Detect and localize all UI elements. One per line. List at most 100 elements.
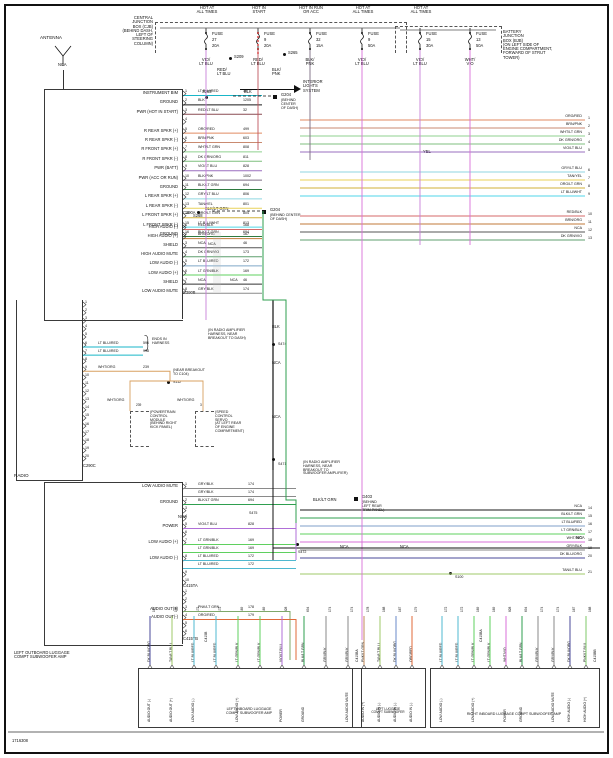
amp-box-2 bbox=[430, 668, 600, 728]
amp-2-function-7: LOW AUDIO MUTE bbox=[550, 692, 555, 722]
c290c-pin-number-15: 15 bbox=[85, 413, 89, 418]
c290a-pin-number-10: 10 bbox=[185, 173, 189, 178]
c290a-wire-color-2: BLK bbox=[198, 98, 205, 103]
amp-name-2: RIGHT INBOARD LUGGAGE COMPT SUBWOOFER AM… bbox=[466, 712, 562, 716]
yel-label: YEL bbox=[423, 149, 431, 154]
right-wire-color-5: VIO/LT BLU bbox=[562, 146, 582, 150]
splice-dot-s474 bbox=[272, 343, 275, 346]
fuse-name-0: FUSE bbox=[212, 31, 223, 36]
c290c-pin-number-1: 1 bbox=[85, 300, 87, 304]
c290a-circuit-9: 828 bbox=[243, 164, 249, 169]
right-pin-number-19: 19 bbox=[588, 546, 592, 550]
c290c-pin-number-20: 20 bbox=[85, 453, 89, 458]
radio-b-pin-number-3: 4 bbox=[185, 613, 187, 617]
radio-b-circuit-2: 178 bbox=[248, 605, 254, 609]
right-wire-color-20: DK BLU/ORG bbox=[559, 552, 582, 556]
splice-dot-s209 bbox=[229, 57, 232, 60]
c290a-wire-color-7: WHT/LT GRN bbox=[198, 145, 221, 150]
c290a-function-5: R REAR SPKR (+) bbox=[143, 127, 178, 133]
c290a-function-10: PWR (ACC OR RUN) bbox=[138, 174, 178, 180]
fuse-number-4: 15 bbox=[426, 37, 431, 42]
amp-1-circuit-2: 167 bbox=[398, 606, 403, 612]
c290b-circuit-1: 168 bbox=[243, 223, 249, 227]
c290a-pin-number-2: 2 bbox=[185, 98, 187, 103]
c290a-wire-color-9: VIO/LT BLU bbox=[198, 164, 218, 169]
c290c-wire-color-7: LT BLU/RED bbox=[98, 348, 119, 353]
fuse-amp-3: 50A bbox=[368, 43, 376, 48]
c290a-circuit-11: 694 bbox=[243, 183, 249, 187]
fuse-name-3: FUSE bbox=[368, 31, 379, 36]
c290c-wire-color-6: LT BLU/RED bbox=[98, 340, 119, 345]
amp-name-1: LEFT LUGGAGE COMPT SUBWOOFER bbox=[371, 707, 405, 715]
antenna-cable-code: NCA bbox=[58, 62, 67, 67]
amp-connector-top-0: C415B bbox=[203, 631, 208, 642]
radio-pin-number-6: 6 bbox=[185, 530, 187, 534]
right-wire-color-7: TAN/YEL bbox=[567, 174, 582, 178]
right-pin-number-20: 20 bbox=[588, 554, 592, 558]
splice-dot-s100 bbox=[449, 572, 452, 575]
right-wire-color-1: ORG/RED bbox=[565, 114, 582, 118]
c290c-connector-name: C290C bbox=[83, 463, 96, 468]
speed-servo-label: (SPEED CONTROL SERVO (AT LEFT REAR OF EN… bbox=[215, 410, 245, 433]
c290c-pin-number-18: 18 bbox=[85, 437, 89, 442]
right-wire-color-12: NCA bbox=[574, 226, 582, 230]
c290b-pin-number-4: 4 bbox=[185, 250, 187, 255]
antenna-label: ANTENNA bbox=[40, 35, 62, 40]
radio-wire-color-5: VIO/LT BLU bbox=[198, 522, 218, 526]
splice-dot-s471 bbox=[272, 458, 275, 461]
fuse-terminal-bottom-4 bbox=[419, 48, 421, 50]
splice-label-s100: S100 bbox=[455, 575, 464, 579]
bjb-label: BATTERY JUNCTION BOX (BJB) (ON LEFT SIDE… bbox=[503, 29, 553, 60]
amp-0-wire-color-3: LT BLU/RED bbox=[212, 642, 217, 662]
amp-1-circuit-3: 179 bbox=[414, 606, 419, 612]
c290a-circuit-1: 16 bbox=[243, 89, 247, 93]
splice-label-s265: S265 bbox=[288, 50, 298, 55]
amp-2-wire-color-9: PNK/LT BLU bbox=[582, 642, 587, 662]
c290a-function-14: L FRONT SPKR (+) bbox=[142, 212, 178, 218]
c290a-wire-color-15: LT BLU/WHT bbox=[198, 220, 220, 225]
amp-1-function-3: AUDIO IN (-) bbox=[408, 702, 413, 722]
radio-pin-number-9: 8 bbox=[185, 554, 187, 558]
c290a-function-13: L REAR SPKR (-) bbox=[145, 202, 178, 208]
c290a-function-16: GROUND bbox=[159, 231, 178, 236]
amp-0-function-6: POWER bbox=[278, 709, 283, 722]
c290c-pin-number-6: 6 bbox=[85, 340, 87, 345]
right-wire-color-17: LT GRN/BLK bbox=[561, 528, 582, 532]
right-wire-color-18: WHT/VIO bbox=[566, 536, 582, 540]
c290c-circuit-9: 239 bbox=[143, 364, 149, 369]
interior-lights-wire bbox=[240, 89, 298, 90]
radio-function-5: POWER bbox=[162, 523, 178, 528]
c290c-pin-number-2: 2 bbox=[85, 308, 87, 313]
radio-wire-color-2: BLK/LT GRN bbox=[198, 498, 219, 502]
c290b-wire-color-5: LT BLU/RED bbox=[198, 259, 219, 264]
splice-label-s474: S474 bbox=[278, 342, 287, 346]
pcm-box bbox=[130, 411, 149, 447]
ground-symbol-g204-a bbox=[273, 95, 277, 99]
c290a-function-2: GROUND bbox=[159, 99, 178, 105]
c290b-wire-color-8: GRY/BLK bbox=[198, 286, 214, 291]
amp-2-function-4: POWER bbox=[502, 709, 507, 722]
fuse-terminal-bottom-1 bbox=[257, 48, 259, 50]
c290b-function-5: LOW AUDIO (-) bbox=[149, 260, 178, 266]
c290c-pin-number-9: 9 bbox=[85, 364, 87, 369]
radio-circuit-8: 169 bbox=[248, 546, 254, 550]
c290a-wire-color-13: TAN/YEL bbox=[198, 201, 213, 206]
c290a-pin-number-11: 11 bbox=[185, 183, 189, 187]
right-wire-color-15: BLK/LT GRN bbox=[561, 512, 582, 516]
c290a-function-9: PWR (BATT) bbox=[154, 165, 178, 171]
fuse-number-1: 9 bbox=[264, 37, 267, 42]
amp-2-circuit-1: 172 bbox=[460, 606, 465, 612]
amp-2-wire-color-7: GRY/BLK bbox=[550, 647, 555, 662]
ground-desc-g204-a: (BEHIND CENTER OF DASH) bbox=[281, 98, 299, 110]
splice-label-s112: S112 bbox=[173, 380, 182, 384]
radio-function-2: GROUND bbox=[159, 499, 178, 504]
amp-box-0 bbox=[138, 668, 362, 728]
amp-1-wire-color-3: ORG/RED bbox=[408, 646, 413, 662]
fuse-wire-label-0: VIO/ LT BLU bbox=[199, 57, 213, 67]
right-wire-color-3: WHT/LT GRN bbox=[559, 130, 582, 134]
c290a-function-7: R FRONT SPKR (+) bbox=[141, 146, 178, 152]
c290a-pin-number-6: 6 bbox=[185, 136, 187, 140]
fuse-wire-label-3: VIO/ LT BLU bbox=[355, 57, 369, 67]
amp-0-wire-color-6: VIO/LT BLU bbox=[278, 644, 283, 662]
amp-2-circuit-8: 167 bbox=[572, 606, 577, 612]
